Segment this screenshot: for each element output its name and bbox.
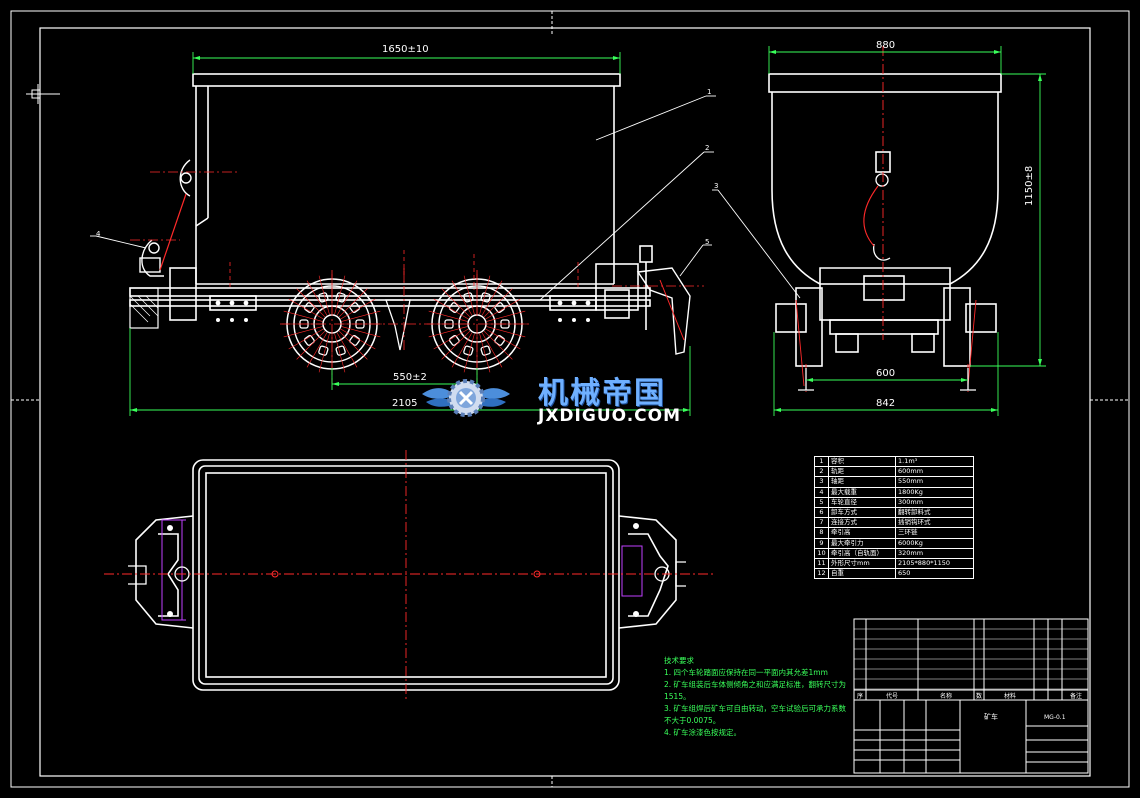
technical-requirements: 技术要求 1. 四个车轮踏面应保持在同一平面内其允差1mm 2. 矿车组装后车体…	[664, 655, 852, 739]
leader-lines	[90, 95, 801, 301]
spec-name: 最大牵引力	[828, 537, 896, 549]
inner-frame	[39, 27, 1091, 777]
spec-no: 10	[814, 547, 829, 559]
side-dimensions	[129, 52, 691, 416]
end-hook	[873, 173, 891, 261]
end-centerlines	[795, 46, 977, 392]
spec-no: 8	[814, 527, 829, 539]
watermark-title: 机械帝国	[538, 376, 666, 411]
spec-no: 12	[814, 568, 829, 580]
top-bolts	[167, 523, 639, 617]
tb-header-material: 材料	[1004, 693, 1017, 700]
end-dimensions	[768, 46, 1046, 416]
spec-no: 6	[814, 506, 829, 519]
spec-no: 11	[814, 557, 829, 570]
tech-req-item: 1. 四个车轮踏面应保持在同一平面内其允差1mm	[664, 668, 828, 677]
dim-end-width: 880	[876, 40, 896, 51]
callout-2: 2	[705, 144, 710, 152]
callout-4: 4	[96, 230, 101, 238]
spec-name: 卸车方式	[828, 506, 896, 519]
spec-name: 外形尺寸mm	[828, 557, 896, 570]
spec-no: 3	[814, 476, 829, 488]
tb-header-qty: 数	[976, 693, 983, 700]
spec-value: 2105*880*1150	[895, 557, 974, 570]
left-hook	[139, 159, 192, 277]
end-view	[768, 73, 1002, 367]
spec-value: 插销钩环式	[895, 517, 974, 529]
dim-width-outer: 842	[876, 398, 896, 409]
spec-value: 翻转卸料式	[895, 506, 974, 519]
spec-value: 300mm	[895, 496, 974, 508]
title-block	[853, 618, 1089, 774]
tb-header-name: 名称	[940, 693, 953, 700]
top-hidden-lines	[161, 519, 643, 621]
spec-name: 容积	[828, 455, 896, 468]
tb-drawing-number: MG-0.1	[1044, 714, 1066, 721]
tb-header-remark: 备注	[1070, 693, 1083, 700]
spec-name: 牵引高	[828, 527, 896, 539]
spec-name: 轨距	[828, 466, 896, 478]
spec-no: 5	[814, 496, 829, 508]
side-centerlines	[130, 171, 704, 384]
spec-no: 9	[814, 537, 829, 549]
spec-name: 牵引高（自轨面）	[828, 547, 896, 559]
tb-header-code: 代号	[886, 693, 899, 700]
tech-req-item: 4. 矿车涂漆色按规定。	[664, 728, 742, 737]
spec-value: 1800Kg	[895, 486, 974, 498]
outer-frame	[10, 10, 1130, 788]
spec-name: 轴距	[828, 476, 896, 488]
spec-value: 550mm	[895, 476, 974, 488]
tech-req-item: 3. 矿车组焊后矿车可自由转动，空车试验后可承力系数不大于0.0075。	[664, 704, 847, 725]
spec-value: 1.1m³	[895, 455, 974, 468]
spec-no: 4	[814, 486, 829, 498]
spec-value: 320mm	[895, 547, 974, 559]
dim-end-height: 1150±8	[1024, 165, 1035, 206]
spec-value: 三环链	[895, 527, 974, 539]
spec-no: 1	[814, 455, 829, 468]
tech-req-title: 技术要求	[664, 656, 694, 665]
tb-drawing-title: 矿车	[984, 713, 998, 721]
spec-name: 连接方式	[828, 517, 896, 529]
rail-bolts	[215, 300, 591, 322]
watermark: 机械帝国 JXDIGUO.COM	[420, 368, 720, 432]
callout-3: 3	[714, 182, 719, 190]
spec-name: 车轮直径	[828, 496, 896, 508]
callout-5: 5	[705, 238, 710, 246]
spec-value: 650	[895, 568, 974, 580]
spec-value: 600mm	[895, 466, 974, 478]
dim-wheelbase: 550±2	[393, 372, 427, 383]
watermark-logo-mark	[422, 379, 510, 417]
spec-name: 最大载重	[828, 486, 896, 498]
tech-req-item: 2. 矿车组装后车体侧倾角之和应满足标准，翻转尺寸为1515。	[664, 680, 847, 701]
top-centerlines	[104, 450, 714, 700]
dim-total-length: 2105	[392, 398, 418, 409]
crosshair-mark	[26, 84, 60, 104]
side-view	[129, 73, 691, 355]
spec-no: 2	[814, 466, 829, 478]
watermark-subtitle: JXDIGUO.COM	[538, 406, 682, 426]
callout-1: 1	[707, 88, 712, 96]
tb-header-index: 序	[857, 693, 864, 700]
spec-no: 7	[814, 517, 829, 529]
spec-name: 自重	[828, 568, 896, 580]
dim-body-length: 1650±10	[382, 44, 429, 55]
dim-track-gauge: 600	[876, 368, 896, 379]
spec-value: 6000Kg	[895, 537, 974, 549]
